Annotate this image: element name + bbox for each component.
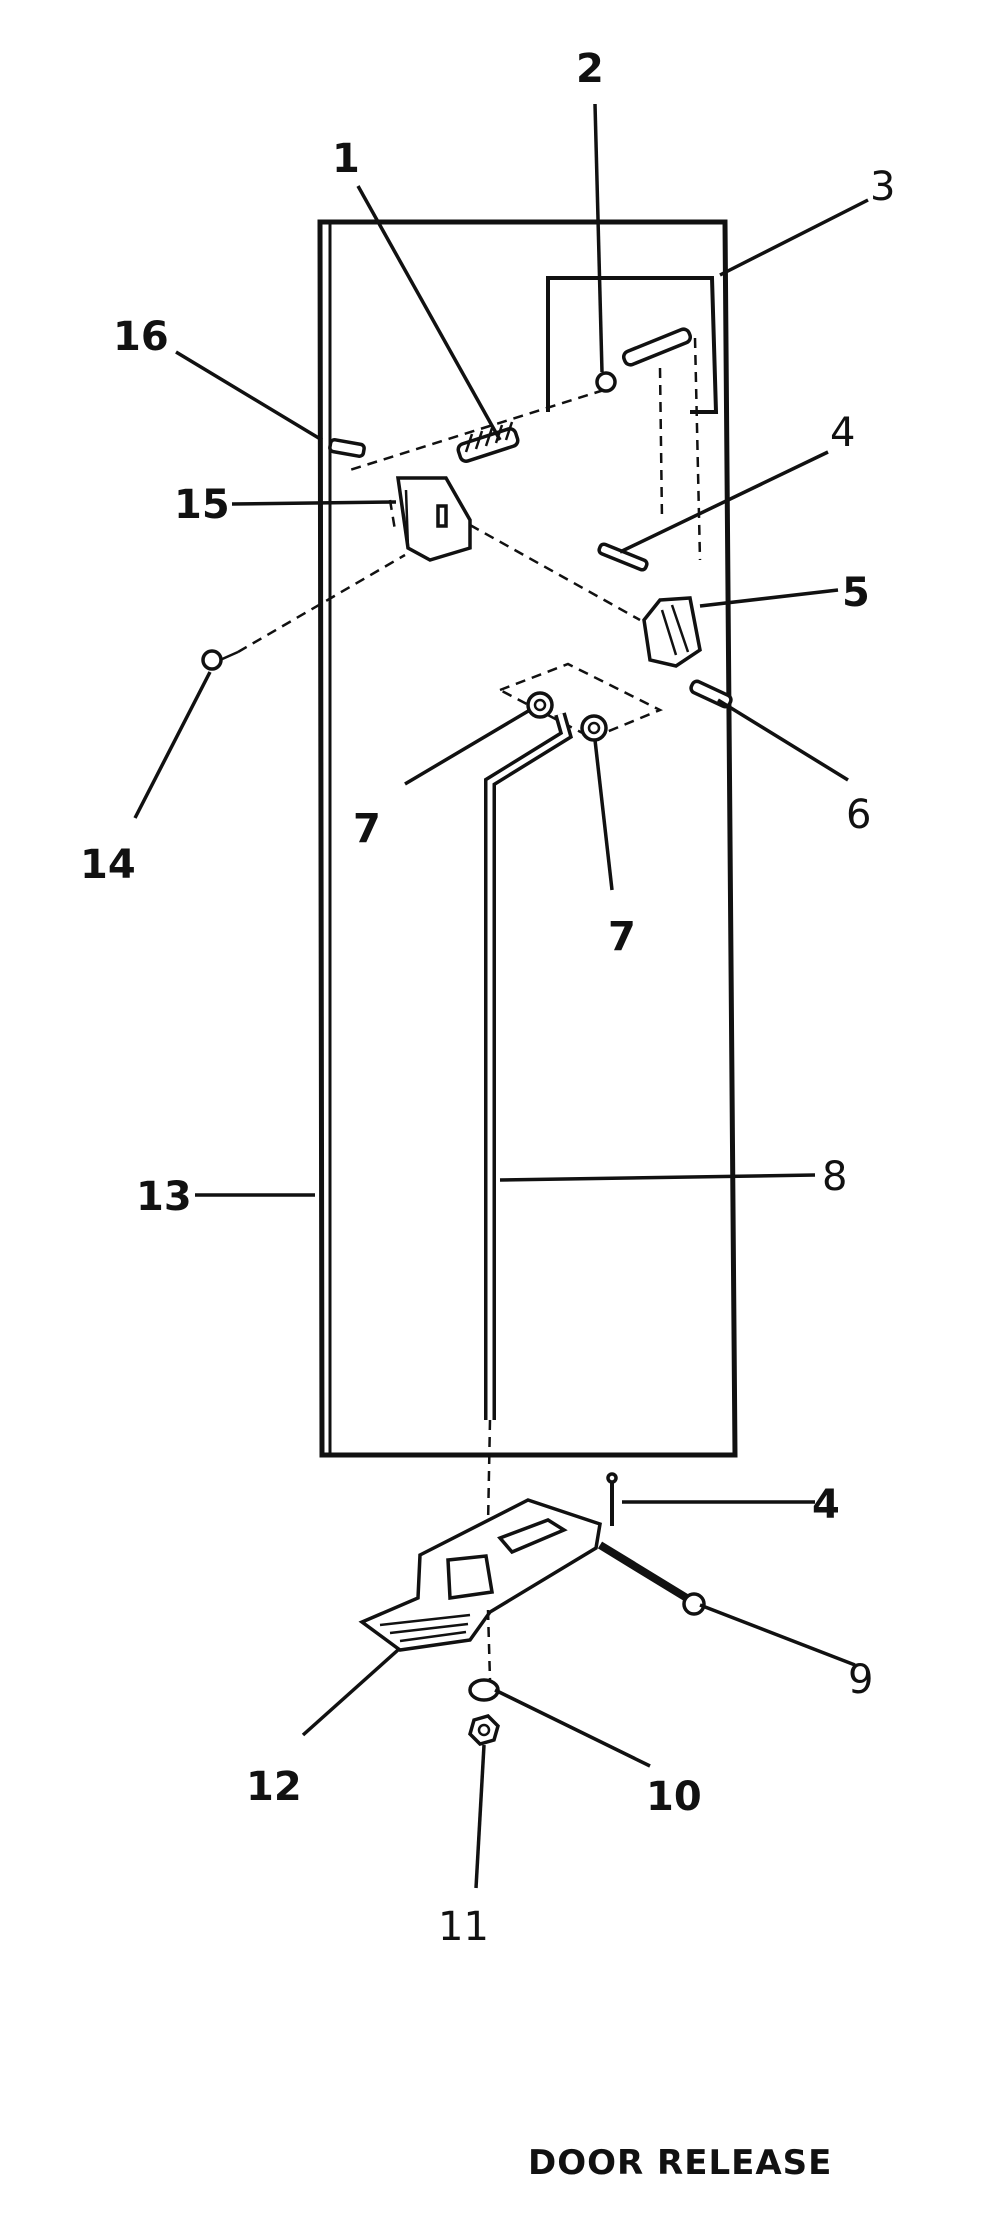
- callout-11: 11: [438, 1904, 489, 1950]
- door-panel: [317, 219, 738, 1458]
- callout-7-right: 7: [608, 914, 636, 960]
- hinge-bracket: [388, 476, 641, 622]
- leader-lines: [133, 103, 869, 1889]
- nut: [468, 1714, 500, 1746]
- callout-3: 3: [870, 164, 895, 210]
- release-bracket-frame: [546, 276, 719, 414]
- callout-4-upper: 4: [830, 410, 855, 456]
- upper-screw: [597, 542, 649, 572]
- callout-15: 15: [174, 482, 230, 528]
- foot-pedal: [358, 1498, 602, 1681]
- callout-7-left: 7: [353, 806, 381, 852]
- mounting-screw: [201, 553, 406, 671]
- callout-16: 16: [113, 314, 169, 360]
- callout-13: 13: [136, 1174, 192, 1220]
- lower-pin: [606, 1472, 618, 1526]
- upper-rod: [349, 327, 702, 561]
- callout-4-lower: 4: [812, 1482, 840, 1528]
- release-lever: [642, 596, 702, 668]
- washer-right: [580, 714, 608, 742]
- callout-12: 12: [246, 1764, 302, 1810]
- pivot-bolt: [597, 1541, 706, 1616]
- connecting-rod: [484, 712, 574, 1526]
- callout-8: 8: [822, 1154, 847, 1200]
- linkage-plate-outline: [496, 662, 664, 740]
- callout-1: 1: [332, 136, 360, 182]
- spring: [456, 421, 520, 464]
- callout-6: 6: [846, 792, 871, 838]
- washer-left: [526, 691, 554, 719]
- bushing: [468, 1678, 500, 1702]
- callout-9: 9: [848, 1657, 873, 1703]
- diagram-caption: DOOR RELEASE: [528, 2143, 832, 2183]
- callout-2: 2: [576, 46, 604, 92]
- callout-5: 5: [842, 570, 870, 616]
- callout-10: 10: [646, 1774, 702, 1820]
- callout-14: 14: [80, 842, 136, 888]
- callout-labels: 1 2 3 4 5 6 7 7 8 9 10 11 12 13 14 15 16…: [80, 46, 895, 1950]
- pin: [328, 438, 366, 458]
